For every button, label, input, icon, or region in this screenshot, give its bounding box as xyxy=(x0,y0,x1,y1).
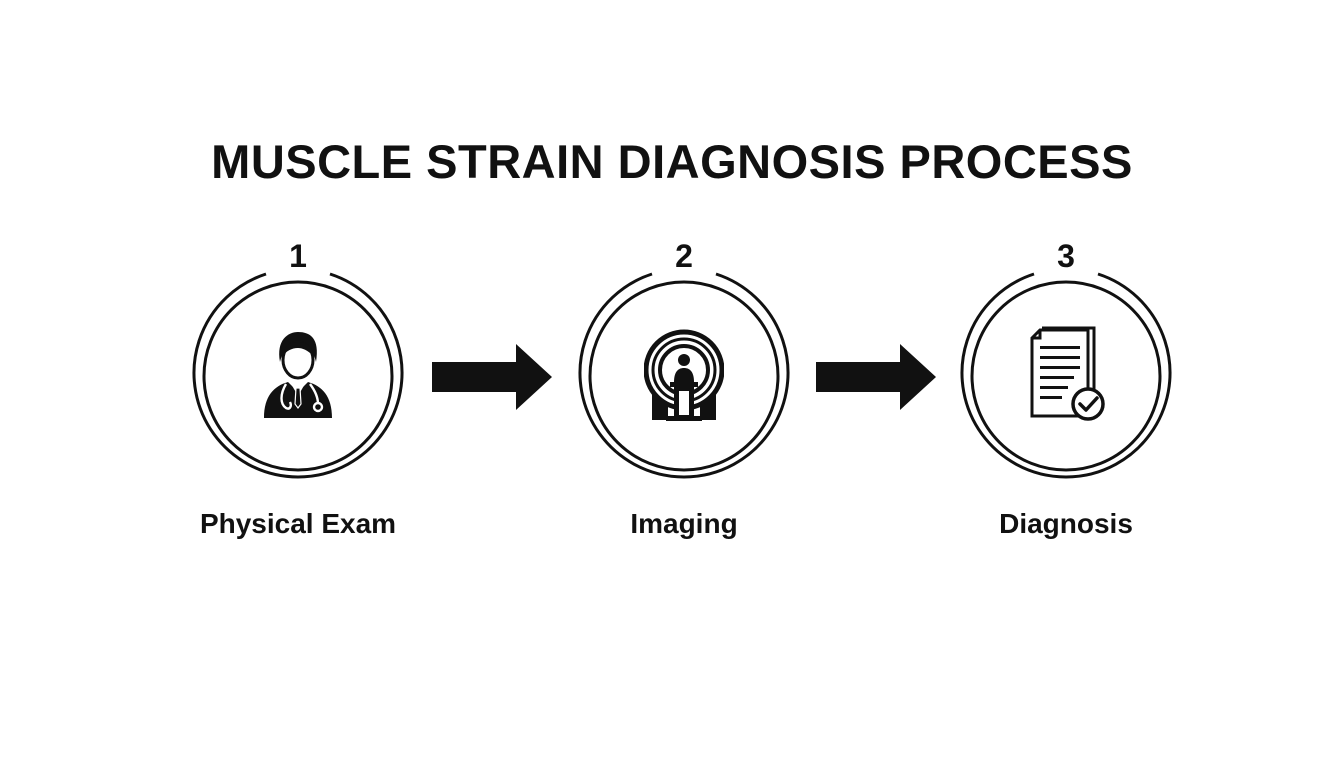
step-label: Physical Exam xyxy=(199,508,397,539)
step-label: Diagnosis xyxy=(999,508,1133,539)
step-number: 1 xyxy=(289,238,307,274)
doctor-icon xyxy=(264,332,332,418)
step-ring xyxy=(960,272,1172,479)
diagram-title: MUSCLE STRAIN DIAGNOSIS PROCESS xyxy=(211,135,1133,188)
step-ring xyxy=(192,272,404,479)
arrow-right-icon xyxy=(432,344,552,410)
step-number: 2 xyxy=(675,238,693,274)
mri-scanner-icon xyxy=(644,329,724,421)
step-ring xyxy=(578,272,790,479)
step-label: Imaging xyxy=(630,508,738,539)
document-check-icon xyxy=(1030,326,1105,421)
step-number: 3 xyxy=(1057,238,1075,274)
arrow-right-icon xyxy=(816,344,936,410)
